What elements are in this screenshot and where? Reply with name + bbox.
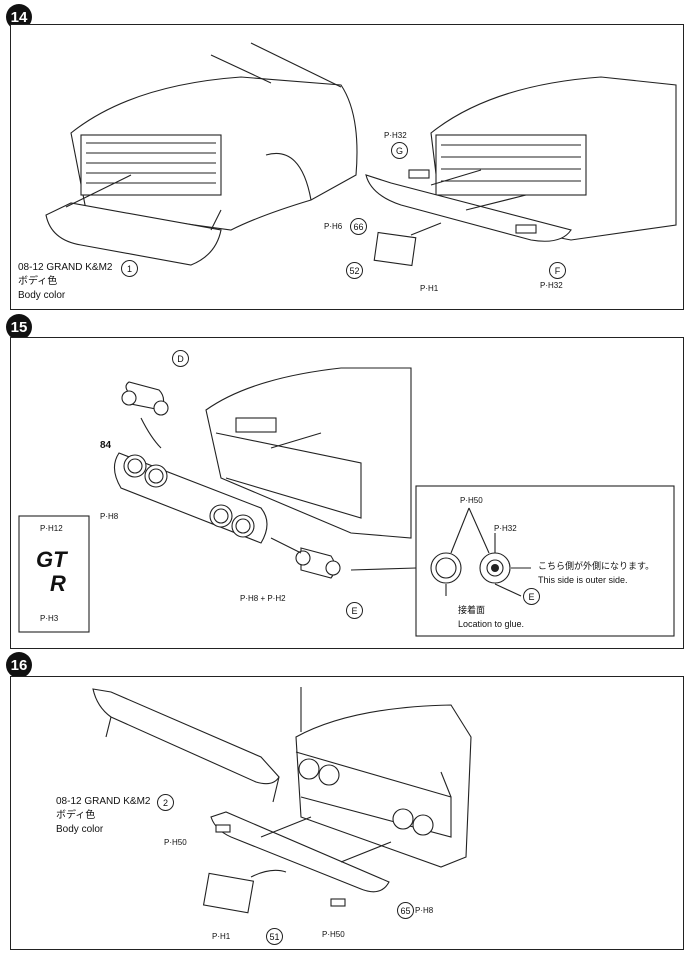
step-16-part-51: 51 [266, 928, 283, 945]
step-14-part-66: 66 [350, 218, 367, 235]
step-15-ref-84: P·H8 [100, 512, 119, 521]
step-15-inset-part-E: E [523, 588, 540, 605]
step-14-body-part-label: 08-12 GRAND K&M2 [18, 262, 112, 274]
step-14-body-part-name: 08-12 GRAND K&M2 [18, 262, 113, 273]
step-16-panel [10, 676, 684, 950]
step-14-ref-bottom: P·H1 [420, 284, 439, 293]
step-15-part-D: D [172, 350, 189, 367]
step-14-ref-66: P·H6 [324, 222, 343, 231]
step-16-body-part-name: 08-12 GRAND K&M2 [56, 796, 151, 807]
step-15-inset-ref-left: P·H50 [460, 496, 483, 505]
step-14-part-G: G [391, 142, 408, 159]
step-15-part-E: E [346, 602, 363, 619]
step-15-inset-ref-right: P·H32 [494, 524, 517, 533]
step-14-paint-en: Body color [18, 290, 66, 301]
step-14-ref-top: P·H32 [384, 131, 407, 140]
step-16-ref-plate: P·H1 [212, 932, 231, 941]
step-15-ref-gt-bottom: P·H3 [40, 614, 59, 623]
step-15-inset-glue-jp: 接着面 [458, 605, 486, 615]
step-16-paint-en: Body color [56, 824, 104, 835]
step-15-badge: 15 [6, 314, 32, 340]
step-16-body-part-label: 08-12 GRAND K&M2 [56, 796, 150, 808]
step-16-part-65: 65 [397, 902, 414, 919]
step-16-ref-left: P·H50 [164, 838, 187, 847]
step-15-panel [10, 337, 684, 649]
step-16-badge: 16 [6, 652, 32, 678]
step-16-ref-mid: P·H50 [322, 930, 345, 939]
step-14-ref-right: P·H32 [540, 281, 563, 290]
step-15-inset-outer-en: This side is outer side. [538, 575, 628, 585]
step-15-ref-combo: P·H8 + P·H2 [240, 594, 286, 603]
step-15-part-84: 84 [100, 440, 112, 451]
step-15-gt-text: GT [36, 547, 67, 572]
step-15-inset-outer-jp: こちら側が外側になります。 [538, 561, 655, 571]
step-16-drawing [92, 687, 472, 914]
step-16-paint-jp: ボディ色 [56, 810, 96, 821]
step-16-ref-65: P·H8 [415, 906, 434, 915]
step-15-drawing [18, 367, 675, 637]
step-14-drawing [45, 42, 677, 267]
step-14-paint-jp: ボディ色 [18, 276, 58, 287]
step-15-inset-glue-en: Location to glue. [458, 619, 525, 629]
step-14-body-part-number: 1 [121, 260, 138, 277]
step-16-body-part-number: 2 [157, 794, 174, 811]
step-15-ref-gt-top: P·H12 [40, 524, 63, 533]
step-15-r-text: R [50, 571, 66, 596]
step-14-part-52: 52 [346, 262, 363, 279]
step-14-part-F: F [549, 262, 566, 279]
